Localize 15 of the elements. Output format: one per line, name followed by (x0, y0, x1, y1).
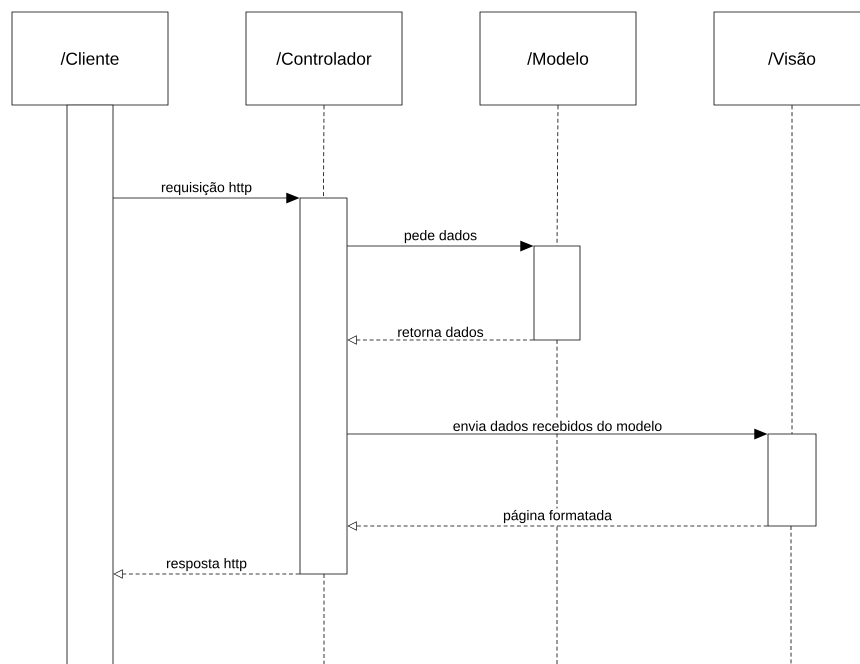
activation-bar (66, 104, 114, 664)
participant-box: /Visão (714, 12, 860, 106)
edge-label: requisição http (160, 180, 254, 196)
edge-label: página formatada (502, 508, 614, 524)
activation-bar (534, 246, 580, 340)
participant-box: /Cliente (12, 12, 168, 106)
edge-label: envia dados recebidos do modelo (452, 419, 664, 432)
participant-box: /Controlador (246, 12, 402, 106)
edge-label: pede dados (402, 228, 478, 244)
activation-bar (768, 434, 816, 526)
edge-label: resposta http (164, 556, 248, 572)
activation-bar (300, 198, 348, 574)
participant-box: /Modelo (480, 12, 636, 106)
lifeline (323, 105, 324, 198)
edge-label: retorna dados (396, 325, 486, 338)
